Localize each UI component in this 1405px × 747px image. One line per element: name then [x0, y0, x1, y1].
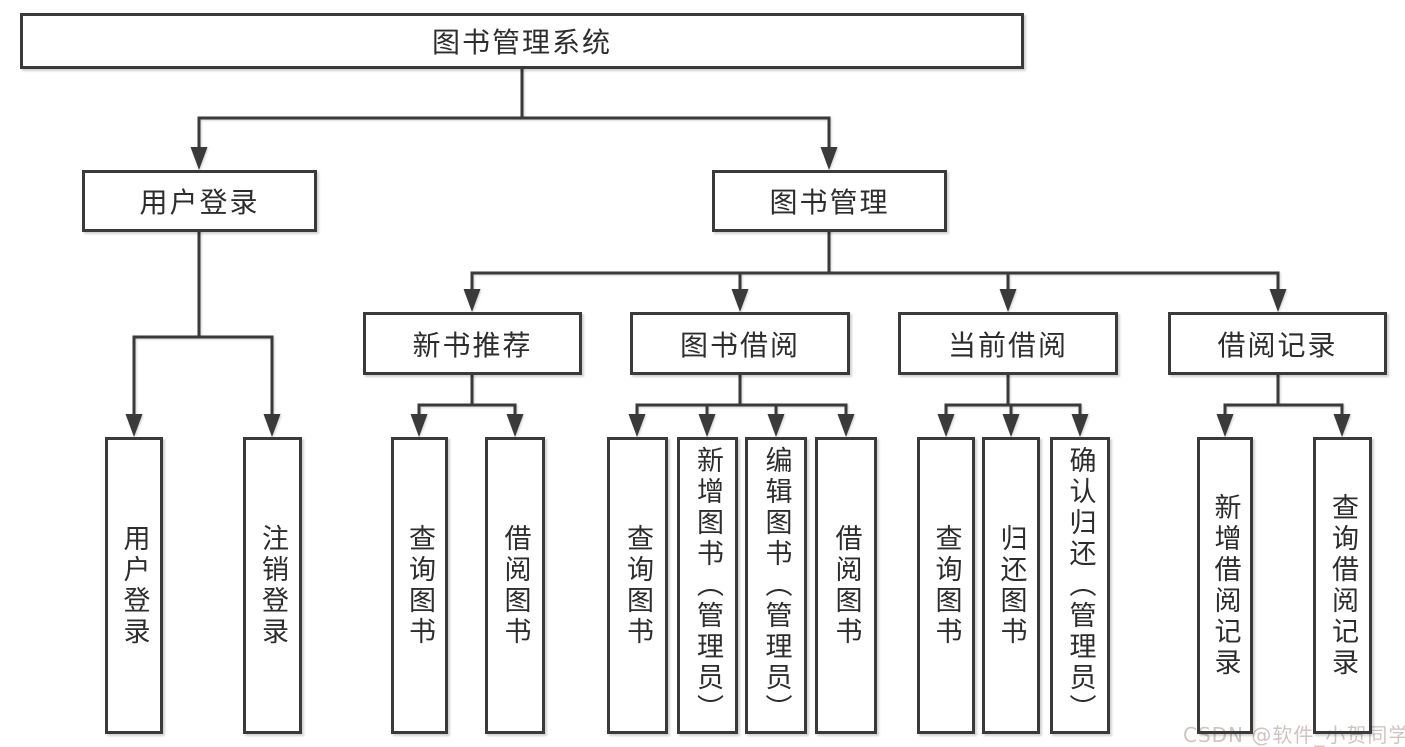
arrowhead-icon: [1002, 414, 1020, 437]
leaf-bb-edit-books-admin: 编辑图书（管理员）: [745, 437, 807, 734]
tree-edges: [132, 67, 1344, 418]
arrowhead-icon: [410, 414, 428, 437]
arrowhead-icon: [731, 289, 749, 312]
node-new-book-rec-label: 新书推荐: [412, 328, 533, 362]
leaf-nb-borrow-books-label: 借阅图书: [499, 523, 531, 648]
leaf-nb-borrow-books: 借阅图书: [485, 437, 545, 734]
leaf-cb-confirm-return-admin-label: 确认归还（管理员）: [1064, 446, 1096, 725]
arrowhead-icon: [1216, 414, 1234, 437]
node-root: 图书管理系统: [20, 13, 1024, 69]
leaf-cb-return-books-label: 归还图书: [995, 523, 1027, 648]
edge-root-to-level2: [197, 67, 831, 151]
arrowhead-icon: [628, 414, 646, 437]
leaf-cb-query-books-label: 查询图书: [930, 523, 962, 648]
edge-newbookrec-to-leaves: [417, 373, 517, 418]
arrowhead-icon: [190, 147, 208, 170]
leaf-bb-query-books-label: 查询图书: [622, 523, 653, 648]
arrowhead-icon: [1269, 289, 1287, 312]
csdn-watermark: CSDN @软件_小贺同学: [1183, 723, 1405, 747]
node-book-mgmt: 图书管理: [712, 170, 947, 232]
arrowhead-icon: [820, 147, 838, 170]
node-borrow-record-label: 借阅记录: [1217, 328, 1338, 362]
leaf-cb-return-books: 归还图书: [982, 437, 1040, 734]
arrowhead-icon: [263, 414, 281, 437]
edge-bookmgmt-to-level3: [470, 230, 1280, 293]
arrowheads: [125, 147, 1351, 437]
node-book-borrow: 图书借阅: [630, 312, 850, 375]
arrowhead-icon: [125, 414, 143, 437]
leaf-cb-confirm-return-admin: 确认归还（管理员）: [1050, 437, 1110, 734]
leaf-bb-add-books-admin-label: 新增图书（管理员）: [692, 446, 723, 725]
node-root-label: 图书管理系统: [431, 26, 612, 59]
arrowhead-icon: [463, 289, 481, 312]
arrowhead-icon: [1071, 414, 1089, 437]
leaf-bb-borrow-books-label: 借阅图书: [830, 523, 862, 648]
node-user-login: 用户登录: [82, 170, 317, 232]
arrowhead-icon: [937, 414, 955, 437]
arrowhead-icon: [837, 414, 855, 437]
leaf-br-query-record: 查询借阅记录: [1313, 437, 1372, 734]
node-book-mgmt-label: 图书管理: [769, 186, 890, 219]
leaf-cb-query-books: 查询图书: [917, 437, 975, 734]
node-book-borrow-label: 图书借阅: [679, 328, 800, 362]
leaf-bb-borrow-books: 借阅图书: [815, 437, 877, 734]
arrowhead-icon: [506, 414, 524, 437]
edge-bookborrow-to-leaves: [635, 373, 848, 418]
arrowhead-icon: [999, 289, 1017, 312]
leaf-user-login-label: 用户登录: [118, 523, 150, 648]
leaf-bb-query-books: 查询图书: [607, 437, 668, 734]
node-user-login-label: 用户登录: [139, 186, 260, 219]
arrowhead-icon: [767, 414, 785, 437]
edge-currentborrow-to-leaves: [944, 373, 1082, 418]
node-current-borrow: 当前借阅: [898, 312, 1118, 375]
leaf-logout-label: 注销登录: [257, 523, 288, 648]
leaf-br-add-record-label: 新增借阅记录: [1209, 492, 1241, 679]
node-current-borrow-label: 当前借阅: [947, 328, 1068, 362]
leaf-br-add-record: 新增借阅记录: [1197, 437, 1253, 734]
leaf-logout: 注销登录: [243, 437, 302, 734]
node-borrow-record: 借阅记录: [1168, 312, 1387, 375]
leaf-bb-add-books-admin: 新增图书（管理员）: [677, 437, 738, 734]
leaf-nb-query-books: 查询图书: [391, 437, 448, 734]
leaf-br-query-record-label: 查询借阅记录: [1327, 492, 1358, 679]
edge-borrowrecord-to-leaves: [1223, 373, 1344, 418]
leaf-nb-query-books-label: 查询图书: [404, 523, 435, 648]
node-new-book-rec: 新书推荐: [363, 312, 582, 375]
arrowhead-icon: [1333, 414, 1351, 437]
leaf-bb-edit-books-admin-label: 编辑图书（管理员）: [760, 446, 792, 725]
arrowhead-icon: [698, 414, 716, 437]
edge-userlogin-to-leaves: [132, 230, 274, 418]
leaf-user-login: 用户登录: [105, 437, 163, 734]
